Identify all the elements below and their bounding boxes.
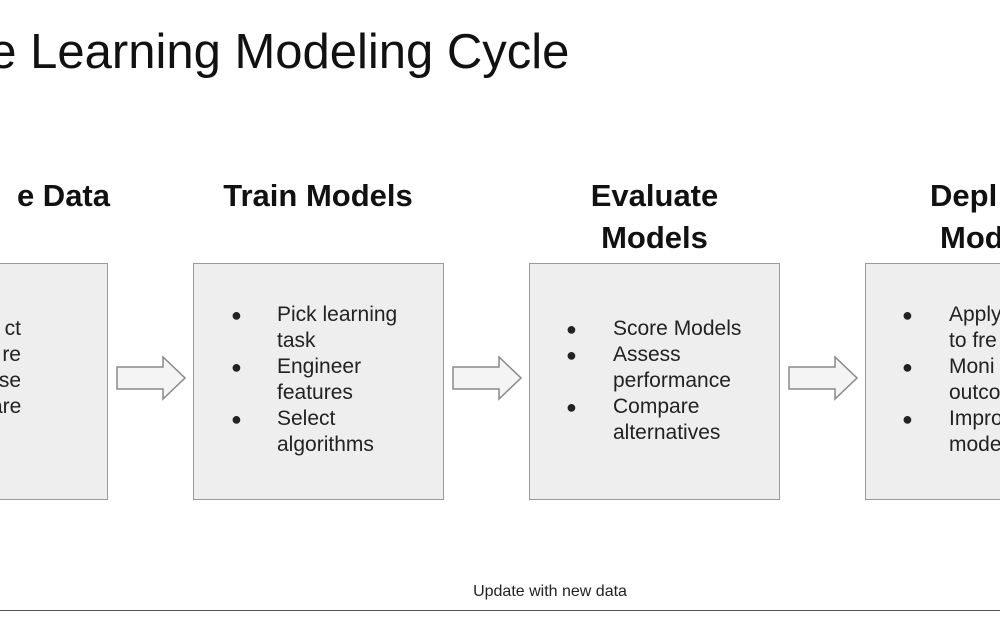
list-item: ● Apply to fre: [902, 303, 1000, 352]
loop-label: Update with new data: [473, 583, 627, 600]
list-item: ● Pick learning task: [231, 303, 398, 352]
list-item: ● Assess performance: [566, 343, 731, 392]
stage-heading-text: e Data: [16, 178, 110, 213]
list-item: are: [0, 395, 22, 418]
list-item: ct: [4, 317, 21, 340]
list-item: ● Impro mode: [902, 407, 1000, 456]
stage-box-evaluate-models: ● Score Models ● Assess performance ● Co…: [529, 263, 780, 500]
stage-list-train-models: ● Pick learning task ● Engineer features…: [231, 302, 397, 458]
stage-list-evaluate-models: ● Score Models ● Assess performance ● Co…: [566, 316, 741, 446]
stage-heading-deploy-models: Depl Mod: [930, 178, 1000, 255]
page-title-text: ne Learning Modeling Cycle: [0, 25, 570, 79]
stage-box-prepare-data: ct re se are: [0, 263, 108, 500]
list-item: ● Score Models: [566, 317, 742, 340]
stage-heading-train-models: Train Models: [193, 175, 443, 217]
feedback-loop-line: [0, 610, 1000, 611]
page-title: ne Learning Modeling Cycle: [0, 22, 700, 82]
stage-heading-evaluate-models: Evaluate Models: [590, 178, 719, 255]
flow-arrow-3: [788, 355, 859, 401]
flow-arrow-2: [452, 355, 523, 401]
stage-list-deploy-models: ● Apply to fre ● Moni outco ● Impro mode: [902, 302, 1000, 458]
stage-heading-prepare-data: e Data: [0, 175, 110, 217]
list-item: ● Moni outco: [902, 355, 1000, 404]
stage-list-prepare-data: ct re se are: [0, 316, 107, 420]
flow-arrow-1: [116, 355, 187, 401]
stage-heading-text: Train Models: [223, 178, 413, 213]
list-item: ● Engineer features: [231, 355, 362, 404]
list-item: ● Compare alternatives: [566, 395, 721, 444]
list-item: re: [2, 343, 21, 366]
list-item: se: [0, 369, 21, 392]
stage-box-train-models: ● Pick learning task ● Engineer features…: [193, 263, 444, 500]
stage-box-deploy-models: ● Apply to fre ● Moni outco ● Impro mode: [865, 263, 1000, 500]
list-item: ● Select algorithms: [231, 407, 374, 456]
